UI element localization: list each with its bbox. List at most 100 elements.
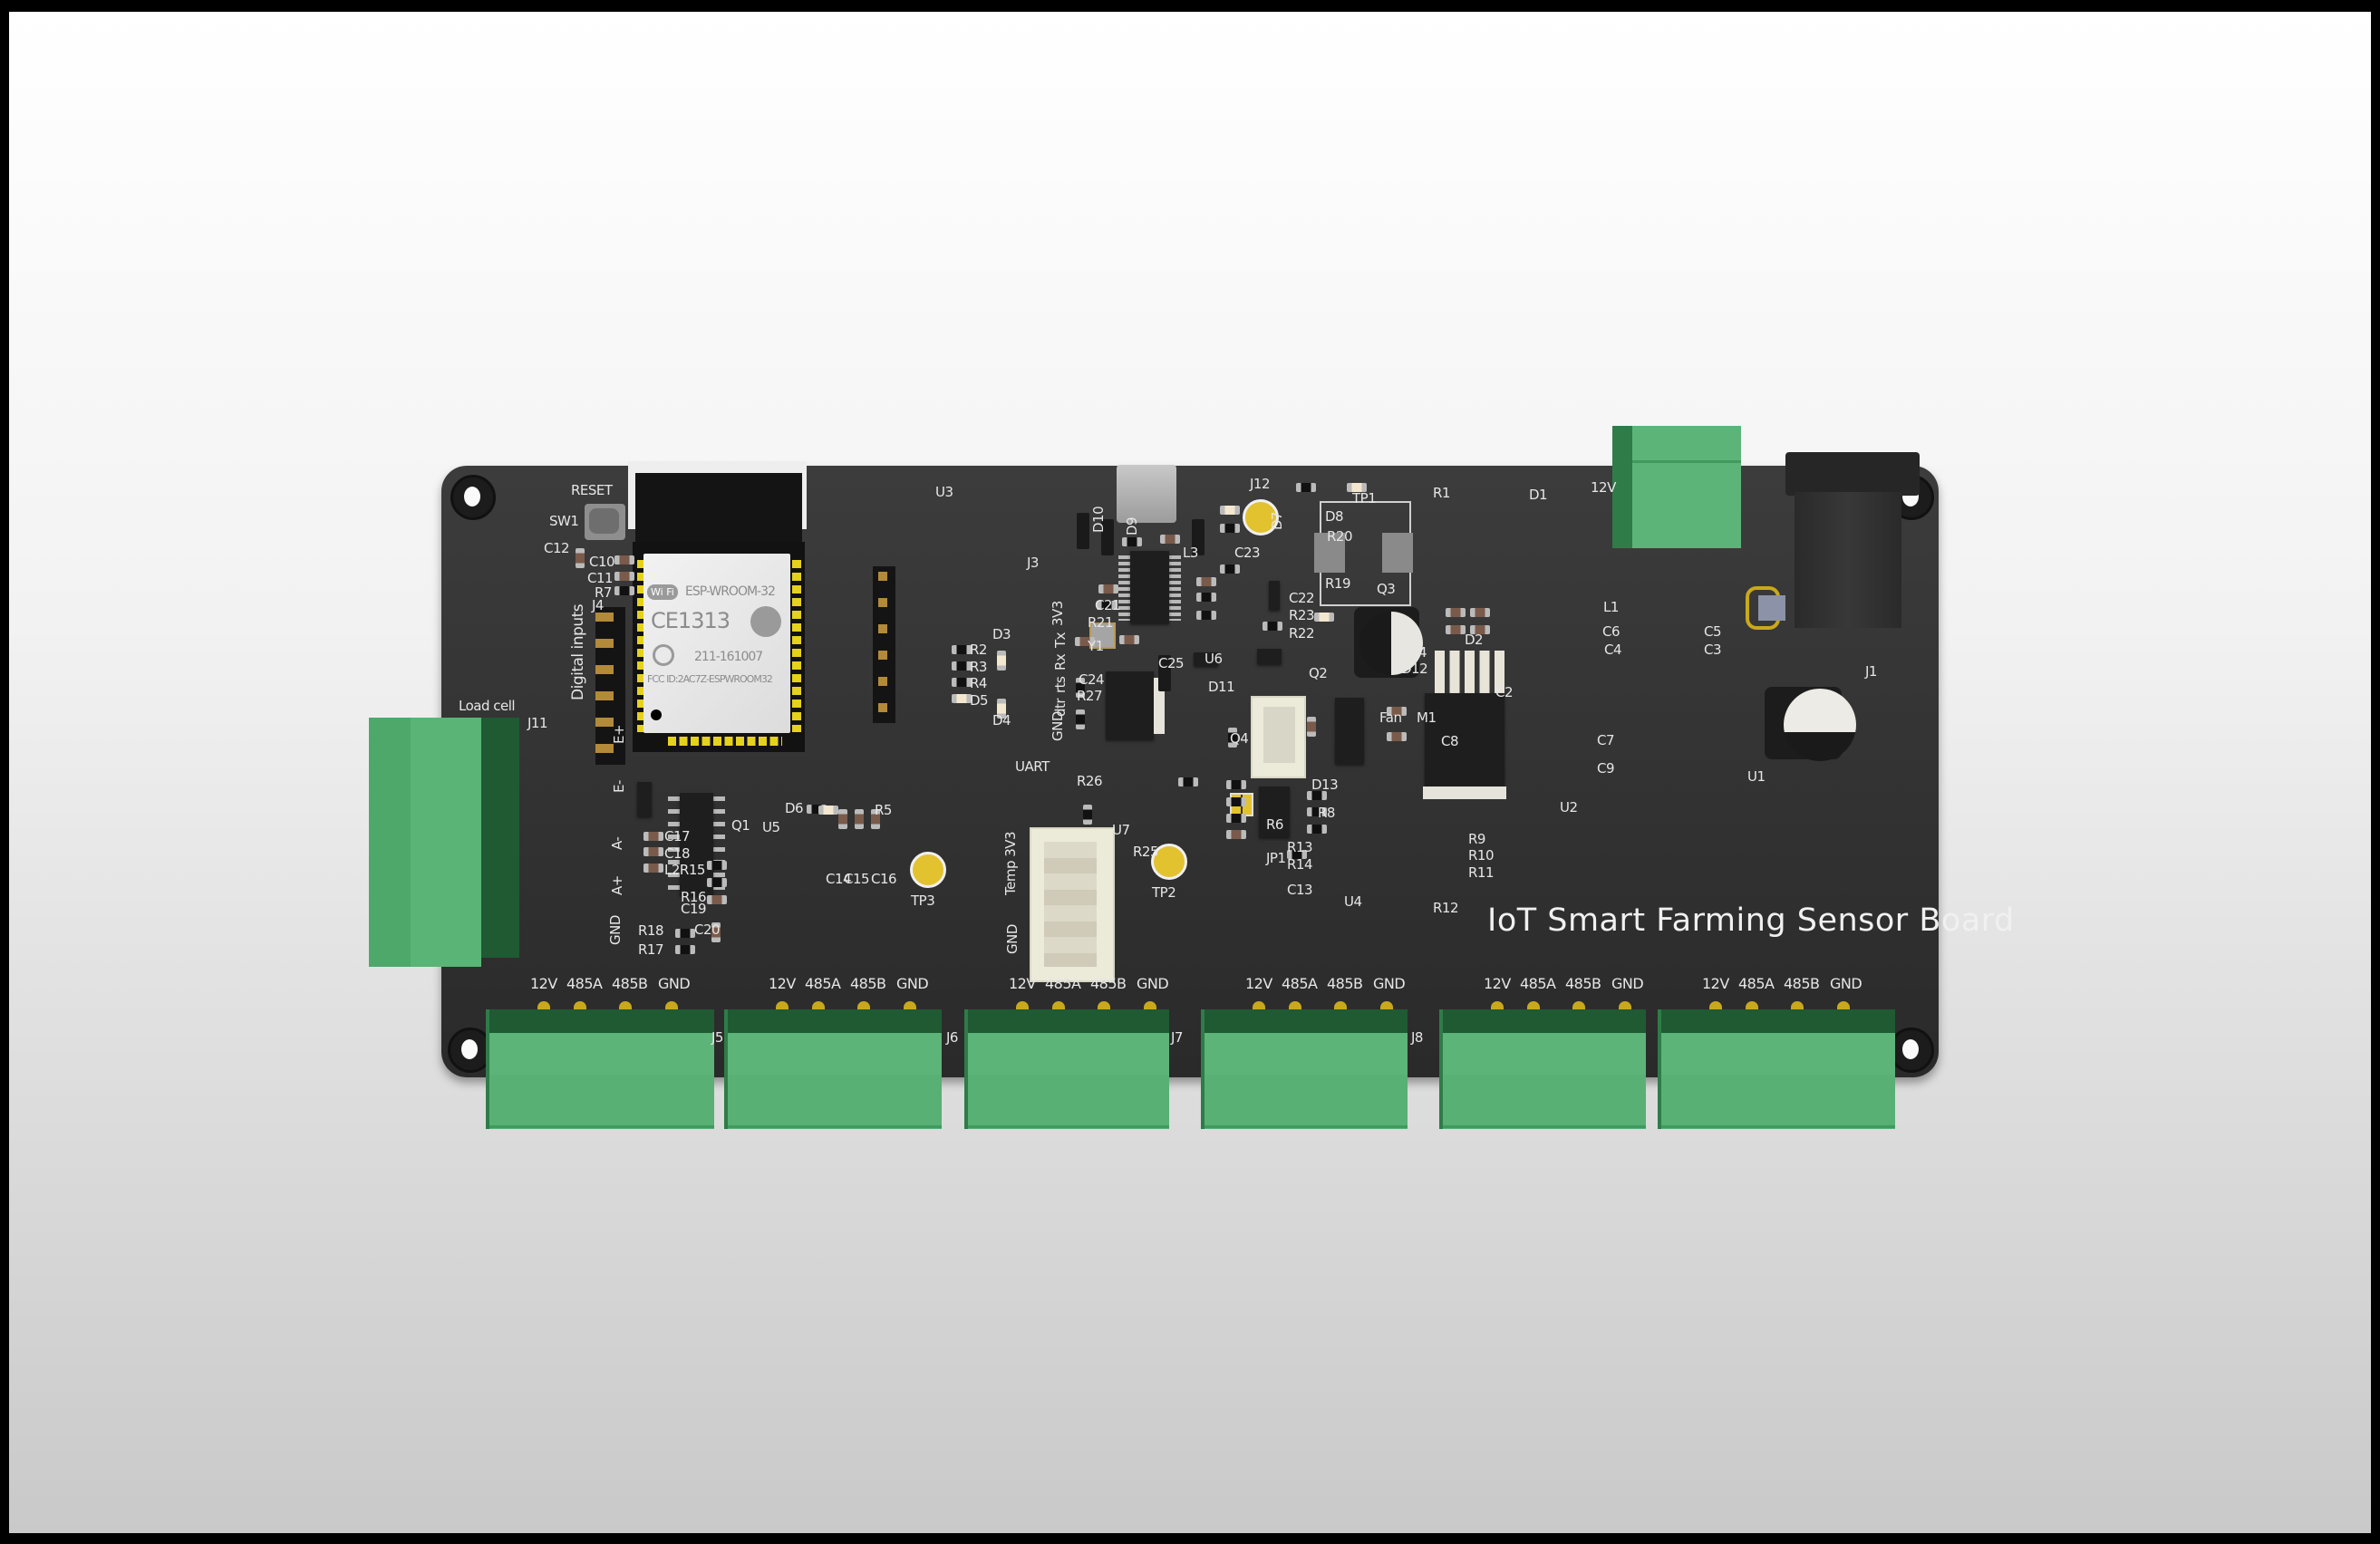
silkscreen-label-j7: J7 <box>1171 1029 1183 1046</box>
capacitor <box>1098 584 1118 593</box>
mounting-hole-bottom-right <box>1889 1028 1934 1073</box>
test-point-tp1[interactable] <box>1243 499 1279 536</box>
capacitor <box>643 847 663 856</box>
led <box>997 651 1006 671</box>
silkscreen-label-eplus: E+ <box>611 724 627 744</box>
silkscreen-label-d6: D6 <box>785 800 804 816</box>
resistor <box>1307 825 1327 834</box>
silkscreen-label-c3: C3 <box>1704 642 1722 658</box>
terminal-pin-label: 485A <box>1738 975 1775 992</box>
terminal-pin-label: 485B <box>1565 975 1601 992</box>
resistor <box>1220 565 1240 574</box>
resistor <box>707 861 727 870</box>
silkscreen-label-d13: D13 <box>1311 777 1339 793</box>
silkscreen-label-r10: R10 <box>1468 847 1495 864</box>
silkscreen-label-p3v3: 3V3 <box>1050 601 1066 626</box>
reset-button-sw1[interactable] <box>585 504 625 540</box>
silkscreen-label-c10: C10 <box>589 554 615 570</box>
resistor <box>1226 797 1246 806</box>
espressif-logo-icon <box>750 606 781 637</box>
resistor <box>1307 791 1327 800</box>
resistor <box>1307 807 1327 816</box>
uart-header-j3[interactable] <box>873 566 895 723</box>
silkscreen-label-r22: R22 <box>1289 625 1315 642</box>
terminal-pin-label: 12V <box>1702 975 1729 992</box>
silkscreen-label-u3: U3 <box>935 484 953 500</box>
micro-usb-connector-j12[interactable] <box>1117 465 1176 523</box>
capacitor <box>1470 625 1490 634</box>
transistor-q3 <box>1269 581 1280 610</box>
silkscreen-label-c8: C8 <box>1441 733 1459 749</box>
regulator-u1-pins <box>1435 651 1507 696</box>
silkscreen-label-r18: R18 <box>638 922 664 939</box>
silkscreen-label-u7: U7 <box>1112 822 1130 838</box>
diode-d12 <box>1257 649 1282 664</box>
silkscreen-label-tp2: TP2 <box>1152 884 1176 901</box>
silkscreen-label-c6: C6 <box>1602 623 1621 640</box>
silkscreen-label-tp1: TP1 <box>1352 490 1377 507</box>
silkscreen-label-c9: C9 <box>1597 760 1615 777</box>
terminal-pin-label: 12V <box>1009 975 1036 992</box>
test-point-tp2[interactable] <box>1151 844 1187 880</box>
silkscreen-label-r17: R17 <box>638 941 664 958</box>
terminal-pin-label: 12V <box>769 975 796 992</box>
silkscreen-label-r5: R5 <box>875 802 892 818</box>
terminal-pin-label: GND <box>1611 975 1644 992</box>
fan-connector-m1[interactable] <box>1251 696 1306 778</box>
resistor <box>1296 483 1316 492</box>
resistor <box>1196 593 1216 602</box>
resistor <box>952 678 972 687</box>
capacitor <box>1387 707 1407 716</box>
silkscreen-label-j5: J5 <box>711 1029 723 1046</box>
resistor <box>807 805 827 814</box>
capacitor <box>871 809 880 829</box>
silkscreen-label-r27: R27 <box>1077 688 1103 704</box>
regulator-u1 <box>1425 693 1504 788</box>
silkscreen-label-r14: R14 <box>1287 856 1313 873</box>
silkscreen-label-jp1: JP1 <box>1266 850 1286 866</box>
silkscreen-label-j4: J4 <box>592 597 604 613</box>
cert-number-text: 211-161007 <box>694 650 763 664</box>
capacitor <box>614 555 634 565</box>
silkscreen-label-r3: R3 <box>970 659 987 675</box>
load-cell-terminal-j11 <box>369 718 519 967</box>
terminal-pin-label: GND <box>658 975 691 992</box>
silkscreen-label-j8: J8 <box>1411 1029 1423 1046</box>
esp32-shield-can: Wi Fi ESP-WROOM-32 CE1313 211-161007 FCC… <box>643 554 790 733</box>
test-point-tp3[interactable] <box>910 852 946 888</box>
resistor <box>1220 524 1240 533</box>
silkscreen-label-j6: J6 <box>946 1029 958 1046</box>
silkscreen-label-reset: RESET <box>571 482 613 498</box>
capacitor <box>1307 717 1316 737</box>
capacitor <box>1470 608 1490 617</box>
capacitor <box>614 572 634 581</box>
silkscreen-label-l1: L1 <box>1603 599 1619 615</box>
mounting-hole-top-left <box>450 475 496 520</box>
silkscreen-label-gndtemp: GND <box>1004 924 1021 954</box>
silkscreen-label-c22: C22 <box>1289 590 1315 606</box>
esp-model-text: ESP-WROOM-32 <box>685 584 776 599</box>
silkscreen-label-r4: R4 <box>970 675 987 691</box>
diode <box>1158 655 1171 691</box>
led <box>1314 613 1334 622</box>
silkscreen-label-d9: D9 <box>1124 516 1140 536</box>
terminal-pin-label: GND <box>1373 975 1406 992</box>
terminal-pin-label: GND <box>1137 975 1169 992</box>
mosfet-q4-tab <box>1154 678 1165 734</box>
silkscreen-label-c11: C11 <box>587 570 614 586</box>
silkscreen-label-r21: R21 <box>1088 614 1114 631</box>
pin1-dot <box>651 709 662 720</box>
silkscreen-label-d5: D5 <box>970 692 989 709</box>
temp-sensor-connector-u7[interactable] <box>1030 827 1115 982</box>
capacitor <box>643 832 663 841</box>
rs485-terminal-block <box>1439 1009 1646 1129</box>
resistor <box>1226 814 1246 823</box>
silkscreen-label-c4: C4 <box>1604 642 1622 658</box>
silkscreen-label-u1: U1 <box>1747 768 1766 785</box>
silkscreen-label-u6: U6 <box>1205 651 1223 667</box>
esp32-pins-left <box>637 560 646 732</box>
silkscreen-label-d2: D2 <box>1465 632 1484 648</box>
silkscreen-label-c19: C19 <box>681 901 707 917</box>
resistor <box>1083 805 1092 825</box>
silkscreen-label-gndlc: GND <box>607 915 624 945</box>
